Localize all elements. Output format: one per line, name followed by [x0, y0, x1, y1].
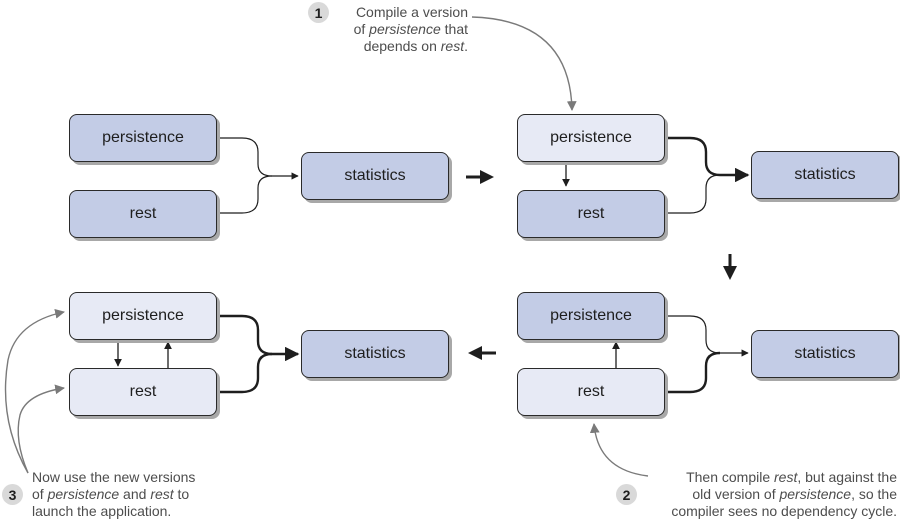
b-persistence-label: persistence [550, 129, 632, 146]
emphasis-text: rest [440, 38, 465, 54]
b-statistics-module: statistics [751, 151, 899, 199]
step3-line: of persistence and rest to [32, 486, 232, 503]
b-persistence-module: persistence [517, 114, 665, 162]
a-persistence-label: persistence [102, 129, 184, 146]
b-rest-label: rest [577, 205, 605, 222]
note-text: , so the [851, 486, 897, 502]
note-text: and [119, 486, 151, 502]
step2-line: Then compile rest, but against the [640, 469, 897, 486]
note-text: old version of [692, 486, 780, 502]
note-text: of [353, 21, 370, 37]
note-text: depends on [363, 38, 441, 54]
step1-number: 1 [314, 4, 323, 21]
connector-c-persistence-statistics [664, 315, 749, 357]
d-persistence-label: persistence [102, 307, 184, 324]
step3-badge: 3 [2, 484, 23, 505]
b-rest-module: rest [517, 190, 665, 238]
step2-line: compiler sees no dependency cycle. [640, 503, 897, 520]
connector-b-rest-statistics [664, 174, 721, 214]
note-text: Then compile [686, 469, 775, 485]
connector-a-persistence-statistics [216, 137, 299, 180]
flow-arrow-down [723, 254, 737, 280]
step3-note: Now use the new versions of persistence … [32, 469, 232, 520]
step1-note: Compile a version of persistence that de… [330, 4, 468, 55]
flow-arrow-left [468, 346, 496, 360]
c-statistics-module: statistics [751, 330, 899, 378]
d-persistence-module: persistence [69, 292, 217, 340]
step1-line: of persistence that [330, 21, 468, 38]
step1-line: Compile a version [330, 4, 468, 21]
emphasis-text: rest [774, 469, 798, 485]
d-statistics-label: statistics [344, 345, 406, 362]
step3-line: Now use the new versions [32, 469, 232, 486]
connector-d-persistence-statistics [216, 314, 300, 362]
flow-arrow-right [466, 170, 494, 184]
connector-d-rest-statistics [216, 352, 273, 394]
a-statistics-label: statistics [344, 167, 406, 184]
emphasis-text: persistence [779, 486, 852, 502]
note-text: , but against the [797, 469, 897, 485]
a-statistics-module: statistics [301, 152, 449, 200]
d-rest-module: rest [69, 368, 217, 416]
connector-c-rest-statistics [664, 351, 721, 394]
connector-b-persistence-statistics [664, 136, 750, 183]
a-rest-module: rest [69, 190, 217, 238]
d-rest-label: rest [129, 383, 157, 400]
c-persistence-label: persistence [550, 307, 632, 324]
note-text: that [440, 21, 468, 37]
emphasis-text: persistence [47, 486, 120, 502]
note-text: to [173, 486, 190, 502]
step3-line: launch the application. [32, 503, 232, 520]
c-rest-module: rest [517, 368, 665, 416]
c-rest-label: rest [577, 383, 605, 400]
c-statistics-label: statistics [794, 345, 856, 362]
d-statistics-module: statistics [301, 330, 449, 378]
step2-note: Then compile rest, but against the old v… [640, 469, 897, 520]
step1-badge: 1 [308, 2, 329, 23]
note-text: Now use the new versions [32, 469, 196, 485]
step3-number: 3 [8, 486, 17, 503]
step2-badge: 2 [616, 484, 637, 505]
connector-a-rest-statistics [216, 175, 273, 214]
step1-line: depends on rest. [330, 38, 468, 55]
note-text: Compile a version [355, 4, 468, 20]
callout-line-step3-upper [4, 309, 65, 474]
emphasis-text: persistence [369, 21, 441, 37]
note-text: . [464, 38, 468, 54]
callout-line-step3-lower [17, 384, 65, 474]
a-rest-label: rest [129, 205, 157, 222]
step2-number: 2 [622, 486, 631, 503]
step2-line: old version of persistence, so the [640, 486, 897, 503]
callout-line-step2 [589, 423, 649, 477]
c-persistence-module: persistence [517, 292, 665, 340]
note-text: of [32, 486, 48, 502]
b-statistics-label: statistics [794, 166, 856, 183]
emphasis-text: rest [150, 486, 174, 502]
note-text: launch the application. [32, 503, 172, 519]
callout-line-step1 [471, 16, 577, 111]
a-persistence-module: persistence [69, 114, 217, 162]
note-text: compiler sees no dependency cycle. [671, 503, 897, 519]
